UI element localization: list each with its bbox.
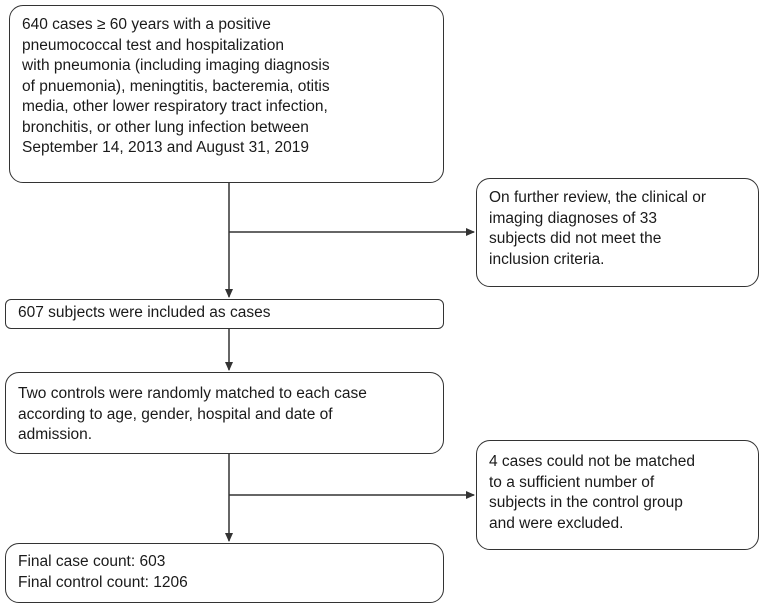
initial-cases-line: with pneumonia (including imaging diagno… bbox=[22, 57, 330, 74]
excluded-unmatched-line: 4 cases could not be matched bbox=[489, 453, 695, 470]
excluded-review-line: subjects did not meet the bbox=[489, 230, 662, 247]
excluded-review-line: On further review, the clinical or bbox=[489, 189, 707, 206]
excluded-review-line: inclusion criteria. bbox=[489, 250, 605, 268]
matching-line: admission. bbox=[18, 426, 93, 443]
matching-line: according to age, gender, hospital and d… bbox=[18, 405, 333, 423]
initial-cases-box: 640 cases ≥ 60 years with a positive pne… bbox=[9, 5, 444, 183]
initial-cases-line: pneumococcal test and hospitalization bbox=[22, 36, 284, 54]
initial-cases-line: of pnuemonia), meningtitis, bacteremia, … bbox=[22, 77, 330, 95]
included-cases-box: 607 subjects were included as cases bbox=[5, 299, 444, 329]
excluded-unmatched-line: to a sufficient number of bbox=[489, 473, 655, 491]
excluded-unmatched-line: and were excluded. bbox=[489, 514, 624, 532]
final-case-count: Final case count: 603 bbox=[18, 553, 166, 570]
excluded-review-box: On further review, the clinical or imagi… bbox=[476, 178, 759, 287]
excluded-unmatched-box: 4 cases could not be matched to a suffic… bbox=[476, 440, 759, 550]
initial-cases-line: bronchitis, or other lung infection betw… bbox=[22, 118, 309, 136]
final-control-count: Final control count: 1206 bbox=[18, 573, 188, 591]
included-cases-line: 607 subjects were included as cases bbox=[18, 304, 271, 321]
initial-cases-line: 640 cases ≥ 60 years with a positive bbox=[22, 16, 271, 33]
initial-cases-line: media, other lower respiratory tract inf… bbox=[22, 98, 328, 115]
matching-line: Two controls were randomly matched to ea… bbox=[18, 385, 367, 402]
initial-cases-line: September 14, 2013 and August 31, 2019 bbox=[22, 139, 309, 156]
matching-box: Two controls were randomly matched to ea… bbox=[5, 372, 444, 454]
final-counts-box: Final case count: 603 Final control coun… bbox=[5, 543, 444, 603]
excluded-unmatched-line: subjects in the control group bbox=[489, 494, 683, 511]
excluded-review-line: imaging diagnoses of 33 bbox=[489, 209, 658, 227]
